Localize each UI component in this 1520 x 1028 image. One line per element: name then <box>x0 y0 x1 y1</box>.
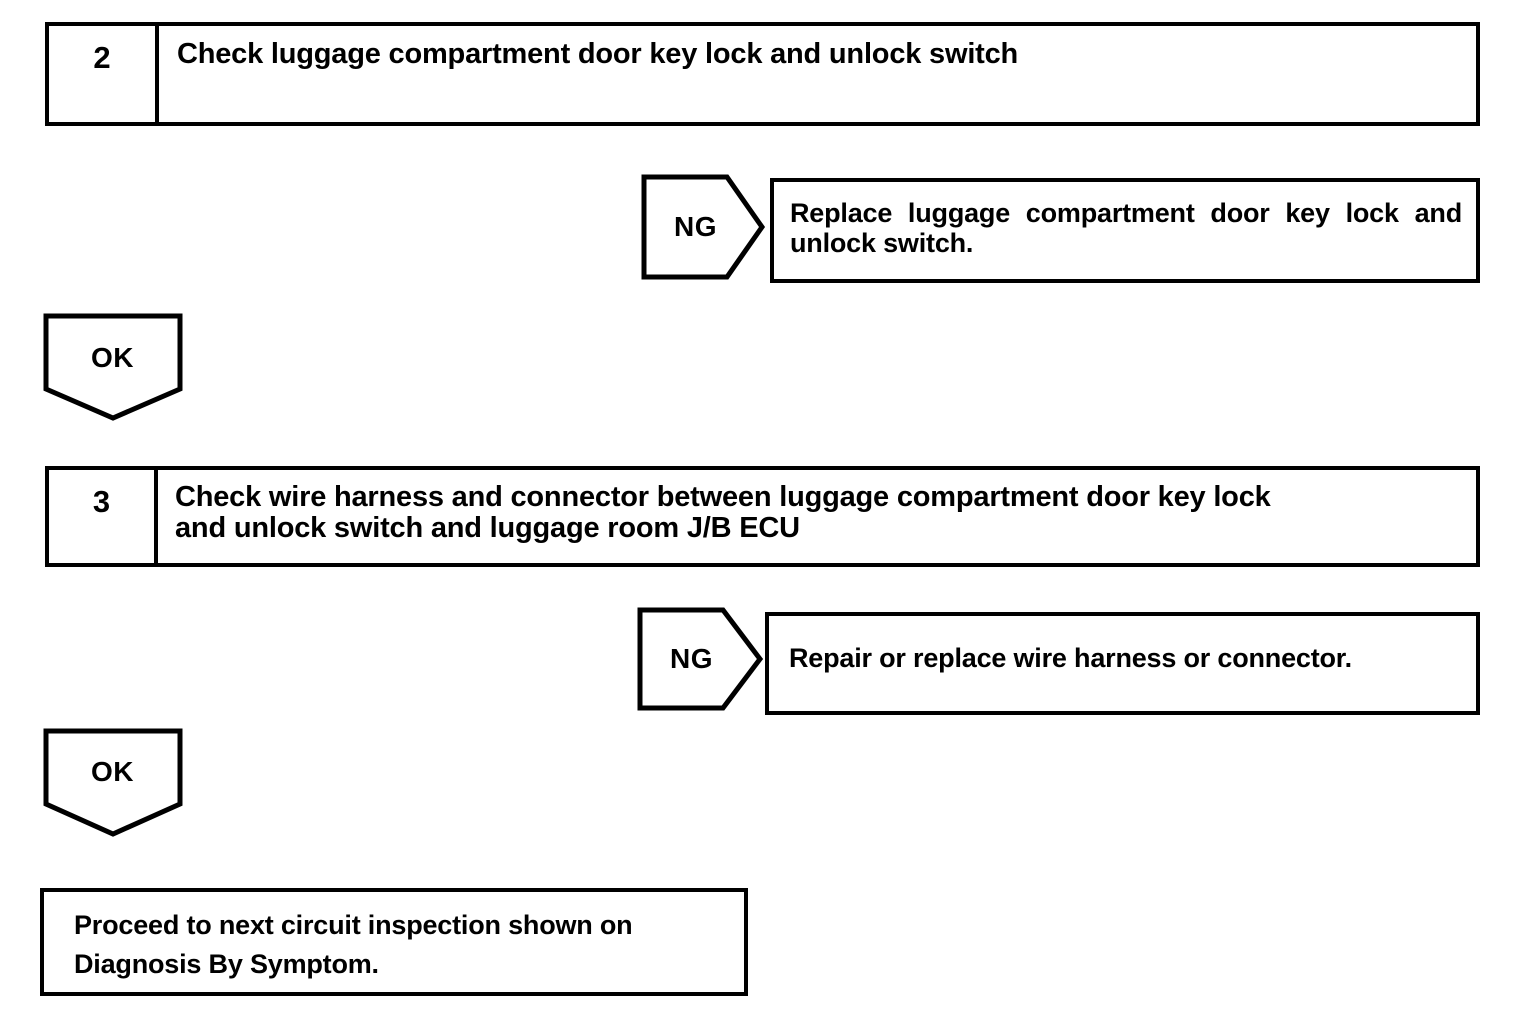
step-number-cell-3: 3 <box>49 470 158 563</box>
branch-label-ok-2: OK <box>91 756 134 787</box>
result-text-replace-switch: Replace luggage compartment door key loc… <box>790 198 1462 259</box>
step-box-2: 2 Check luggage compartment door key loc… <box>45 22 1480 126</box>
branch-arrow-ok-2: OK <box>43 728 183 838</box>
branch-arrow-ok-1: OK <box>43 313 183 421</box>
result-text-repair-harness: Repair or replace wire harness or connec… <box>789 643 1352 673</box>
step-number-3: 3 <box>92 484 111 519</box>
step-instruction-3: Check wire harness and connector between… <box>175 481 1271 545</box>
terminal-text-proceed: Proceed to next circuit inspection shown… <box>74 910 633 980</box>
step-instruction-2: Check luggage compartment door key lock … <box>177 38 1019 70</box>
branch-label-ng-2: NG <box>670 643 713 674</box>
branch-label-ng-1: NG <box>674 211 717 242</box>
branch-arrow-ng-2: NG <box>637 607 764 711</box>
result-box-replace-switch: Replace luggage compartment door key loc… <box>770 178 1480 283</box>
result-box-repair-harness: Repair or replace wire harness or connec… <box>765 612 1480 715</box>
branch-arrow-ng-1: NG <box>641 174 766 280</box>
branch-label-ok-1: OK <box>91 342 134 373</box>
step-number-2: 2 <box>93 40 111 75</box>
step-box-3: 3 Check wire harness and connector betwe… <box>45 466 1480 567</box>
terminal-box-proceed: Proceed to next circuit inspection shown… <box>40 888 748 996</box>
step-number-cell-2: 2 <box>49 26 159 122</box>
